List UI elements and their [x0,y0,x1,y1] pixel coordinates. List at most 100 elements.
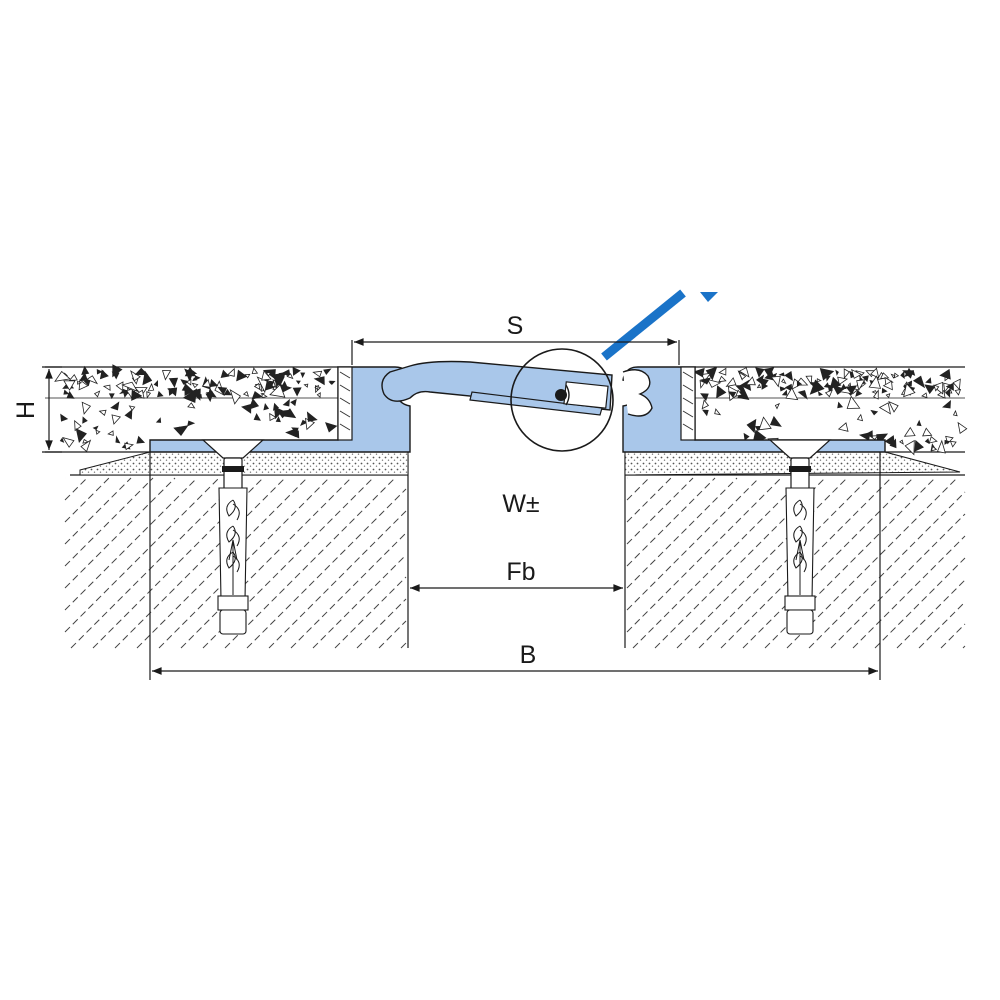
aggregate-grain [706,378,722,388]
hatch-line [224,477,396,649]
aggregate-grain [957,421,968,434]
aggregate-grain [840,383,847,390]
aggregate-grain [205,391,213,397]
aggregate-grain [769,415,782,427]
hatch-line [896,579,966,649]
aggregate-grain [805,375,813,386]
aggregate-grain [839,386,853,395]
hatch-line [626,477,738,589]
aggregate-grain [809,379,825,395]
aggregate-grain [885,393,891,399]
hatch-line [626,477,782,633]
hatch-line [64,477,198,611]
aggregate-grain [900,371,905,379]
aggregate-grain [313,376,325,386]
hatch-line [64,477,88,501]
aggregate-grain [251,367,259,375]
hatch-line [698,477,870,649]
aggregate-grain [737,385,750,401]
aggregate-grain [136,435,146,444]
hatch-line [268,510,407,649]
hatch-line [356,598,407,649]
aggregate-grain [735,389,743,397]
aggregate-grain [291,427,298,434]
aggregate-grain [102,384,111,392]
aggregate-grain [62,436,75,448]
aggregate-grain [936,439,946,454]
aggregate-grain [312,370,323,378]
pivot-pin [555,389,567,401]
hatch-line [64,477,154,567]
aggregate-grain [870,367,880,379]
hatch-line [114,477,286,649]
aggregate-grain [275,416,281,423]
aggregate-grain [325,422,338,433]
aggregate-grain [115,435,121,444]
aggregate-grain [904,367,914,377]
aggregate-grain [835,369,839,376]
aggregate-grain [778,372,785,377]
hatch-line [918,601,966,649]
aggregate-grain [261,370,272,381]
aggregate-grain [316,392,321,399]
hatch-line [626,477,716,567]
aggregate-grain [921,392,928,399]
aggregate-grain [124,442,135,451]
aggregate-grain [282,398,290,407]
aggregate-grain [880,372,890,379]
aggregate-grain [269,383,286,398]
aggregate-grain [922,427,933,437]
hatch-line [808,491,966,649]
aggregate-grain [168,387,177,396]
aggregate-grain [182,388,198,403]
aggregate-grain [187,402,196,409]
aggregate-grain [253,382,261,391]
aggregate-grain [274,406,284,420]
aggregate-grain [93,390,101,398]
aggregate-grain [184,382,194,396]
aggregate-grain [295,380,301,385]
aggregate-grain [306,411,318,422]
aggregate-grain [784,371,793,382]
aggregate-grain [843,368,850,380]
aggregate-grain [754,425,761,432]
aggregate-grain [714,408,722,416]
aggregate-grain [77,380,83,385]
aggregate-grain [817,391,823,397]
aggregate-grain [945,388,951,398]
aggregate-grain [63,380,76,391]
aggregate-grain [60,413,69,422]
aggregate-grain [755,367,765,378]
aggregate-grain [292,366,301,376]
aggregate-grain [194,375,201,381]
aggregate-grain [873,389,879,400]
aggregate-grain [281,369,291,378]
aggregate-grain [899,439,904,445]
aggregate-grain [699,379,706,389]
aggregate-grain [738,371,747,380]
aggregate-grain [837,376,849,386]
aggregate-grain [763,367,775,378]
blue-insert [601,289,718,361]
aggregate-grain [779,386,787,392]
aggregate-grain [75,428,87,443]
aggregate-grain [756,374,765,385]
aggregate-grain [952,409,958,417]
aggregate-grain [300,372,306,379]
aggregate-grain [130,370,141,382]
aggregate-grain [131,389,143,401]
aggregate-grain [82,416,88,424]
aggregate-grain [826,375,831,382]
aggregate-grain [861,375,869,382]
aggregate-grain [824,389,834,398]
aggregate-grain [242,391,250,397]
dimension-s: S [351,312,680,365]
aggregate-grain [220,369,230,379]
hatch-line [626,477,672,523]
aggregate-grain [217,386,228,396]
aggregate-grain [912,375,926,389]
aggregate-grain [933,384,940,392]
aggregate-grain [323,368,332,376]
hatch-line [64,477,176,589]
anchor-bolt-right [768,439,832,635]
